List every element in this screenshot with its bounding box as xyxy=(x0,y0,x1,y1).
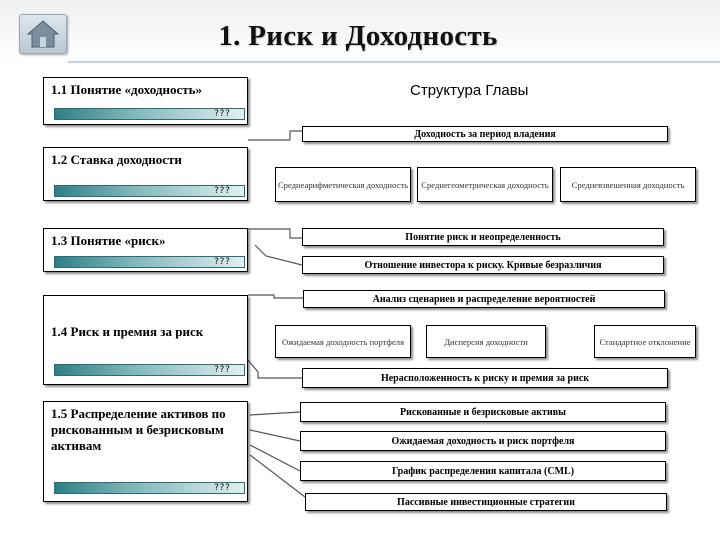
header-band xyxy=(0,0,720,66)
home-button[interactable] xyxy=(19,14,67,54)
topic-arithmetic-mean[interactable]: Среднеарифметическая доходность xyxy=(275,167,411,202)
topic-std-dev[interactable]: Стандартное отклонение xyxy=(594,325,696,358)
section-1-4-link[interactable]: ??? xyxy=(54,364,245,376)
topic-cml[interactable]: График распределения капитала (CML) xyxy=(300,461,666,481)
section-1-1-label: 1.1 Понятие «доходность» xyxy=(51,82,203,97)
topic-geometric-mean[interactable]: Среднегеометрическая доходность xyxy=(417,167,553,202)
topic-risk-uncertainty[interactable]: Понятие риск и неопределенность xyxy=(302,228,664,246)
section-1-5-link[interactable]: ??? xyxy=(54,482,245,494)
topic-passive-strategies[interactable]: Пассивные инвестиционные стратегии xyxy=(305,493,667,511)
topic-scenario-analysis[interactable]: Анализ сценариев и распределение вероятн… xyxy=(303,290,665,308)
section-1-2-link[interactable]: ??? xyxy=(54,185,245,197)
topic-risk-aversion[interactable]: Нерасположенность к риску и премия за ри… xyxy=(302,368,668,388)
section-1-3-label: 1.3 Понятие «риск» xyxy=(51,233,166,248)
topic-investor-attitude[interactable]: Отношение инвестора к риску. Кривые безр… xyxy=(302,256,664,274)
section-1-3-link[interactable]: ??? xyxy=(54,256,245,268)
topic-weighted-mean[interactable]: Средневзвешенная доходность xyxy=(560,167,696,202)
home-icon xyxy=(27,20,59,48)
topic-holding-period-return[interactable]: Доходность за период владения xyxy=(302,126,668,142)
topic-variance[interactable]: Дисперсия доходности xyxy=(426,325,546,358)
topic-expected-return[interactable]: Ожидаемая доходность портфеля xyxy=(275,325,411,358)
title-underline xyxy=(68,61,720,63)
topic-portfolio-return-risk[interactable]: Ожидаемая доходность и риск портфеля xyxy=(300,431,666,451)
section-1-4-label: 1.4 Риск и премия за риск xyxy=(51,324,204,339)
structure-heading: Структура Главы xyxy=(410,82,529,99)
page-title: 1. Риск и Доходность xyxy=(218,20,498,52)
section-1-5-label: 1.5 Распределение активов по рискованным… xyxy=(51,406,226,453)
section-1-2-label: 1.2 Ставка доходности xyxy=(51,152,182,167)
section-1-1-link[interactable]: ??? xyxy=(54,108,245,120)
topic-risky-riskfree[interactable]: Рискованные и безрисковые активы xyxy=(300,402,666,422)
